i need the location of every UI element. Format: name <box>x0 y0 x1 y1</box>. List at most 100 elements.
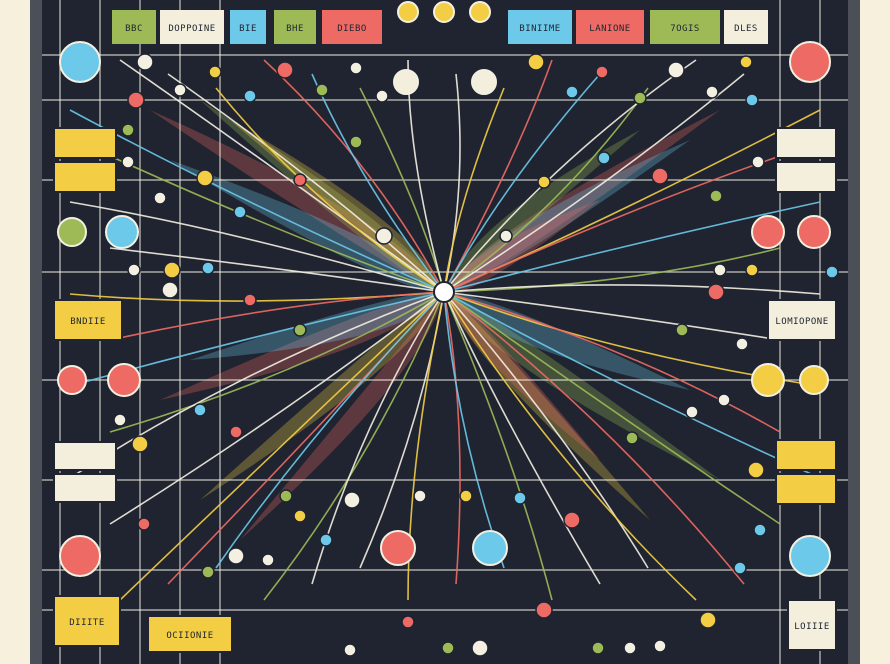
side-box <box>775 161 837 193</box>
label-tag-top-left-1: ВВС <box>112 10 156 44</box>
node-dot <box>343 643 357 657</box>
node <box>397 1 419 23</box>
svg-text:DIEBO: DIEBO <box>337 24 367 34</box>
node-dot <box>315 83 329 97</box>
node-dot <box>459 489 473 503</box>
label-tag-bottom-left-1: DIIITE <box>53 595 121 647</box>
radial-wire <box>109 247 445 293</box>
label-tag-mid-right: LOMIOPONE <box>767 299 837 341</box>
svg-text:7OGIS: 7OGIS <box>670 24 700 34</box>
node-dot <box>751 155 765 169</box>
svg-text:DLES: DLES <box>734 24 758 34</box>
node-dot <box>535 601 553 619</box>
radial-wire <box>443 201 821 293</box>
node-dot <box>707 283 725 301</box>
node-dot <box>227 547 245 565</box>
node-dot <box>733 561 747 575</box>
node-dot <box>667 61 685 79</box>
node-dot <box>527 53 545 71</box>
node-dot <box>121 123 135 137</box>
node-dot <box>563 511 581 529</box>
node <box>799 365 829 395</box>
texture-bands <box>150 100 720 540</box>
radial-wire <box>119 59 445 293</box>
node-dot <box>745 93 759 107</box>
node-dot <box>163 261 181 279</box>
node-dot <box>747 461 765 479</box>
node-dot <box>113 413 127 427</box>
radial-wire <box>443 291 781 525</box>
node-dot <box>201 261 215 275</box>
node-dot <box>537 175 551 189</box>
node <box>789 41 831 83</box>
side-boxes <box>53 127 837 505</box>
svg-text:LANIONE: LANIONE <box>589 24 630 34</box>
node-dot <box>499 229 513 243</box>
node-dot <box>233 205 247 219</box>
node-dot <box>319 533 333 547</box>
radial-wire <box>443 247 781 293</box>
radial-wire <box>109 155 445 293</box>
label-tag-top-left-4: BHE <box>274 10 316 44</box>
node-dot <box>173 83 187 97</box>
svg-text:BINIIME: BINIIME <box>519 24 560 34</box>
node <box>57 365 87 395</box>
node <box>471 69 497 95</box>
node-dot <box>685 405 699 419</box>
radial-wire <box>167 73 445 293</box>
node-dot <box>625 431 639 445</box>
svg-text:BHE: BHE <box>286 24 304 34</box>
radial-wire <box>215 291 445 569</box>
node-dot <box>633 91 647 105</box>
node-dot <box>136 53 154 71</box>
radial-wire <box>443 291 821 479</box>
texture-band <box>444 140 690 292</box>
radial-wires <box>69 59 821 601</box>
node-dot <box>243 293 257 307</box>
central-hub <box>433 281 455 303</box>
node-dot <box>597 151 611 165</box>
node-dot <box>699 611 717 629</box>
texture-band <box>444 292 600 460</box>
node-dot <box>208 65 222 79</box>
texture-band <box>444 292 720 480</box>
label-tag-top-right-4: DLES <box>724 10 768 44</box>
node <box>797 215 831 249</box>
node-dot <box>709 189 723 203</box>
side-box <box>775 127 837 159</box>
node <box>380 530 416 566</box>
node-dot <box>705 85 719 99</box>
radial-wire <box>443 59 553 293</box>
node-dot <box>595 65 609 79</box>
label-tag-top-left-3: BIE <box>230 10 266 44</box>
radial-wire <box>109 291 445 525</box>
svg-text:ВВС: ВВС <box>125 24 143 34</box>
side-box <box>775 473 837 505</box>
node <box>59 41 101 83</box>
node-dot <box>623 641 637 655</box>
radial-wire <box>443 291 697 601</box>
node-dot <box>276 61 294 79</box>
node-dot <box>713 263 727 277</box>
node-dot <box>349 61 363 75</box>
radial-wire <box>109 291 445 433</box>
node <box>393 69 419 95</box>
texture-band <box>200 292 444 500</box>
node-dot <box>153 191 167 205</box>
radial-wire <box>109 291 445 341</box>
side-box <box>53 161 117 193</box>
node-layer <box>57 1 839 657</box>
node-dot <box>279 489 293 503</box>
node-dot <box>121 155 135 169</box>
node-dot <box>293 173 307 187</box>
svg-text:LOIIIE: LOIIIE <box>794 622 830 632</box>
node-dot <box>375 89 389 103</box>
label-tag-top-left-2: DOPPOINE <box>160 10 224 44</box>
side-box <box>775 439 837 471</box>
node-dot <box>735 337 749 351</box>
node <box>751 363 785 397</box>
node <box>469 1 491 23</box>
node-dot <box>229 425 243 439</box>
radial-wire <box>443 291 461 585</box>
node-dot <box>565 85 579 99</box>
